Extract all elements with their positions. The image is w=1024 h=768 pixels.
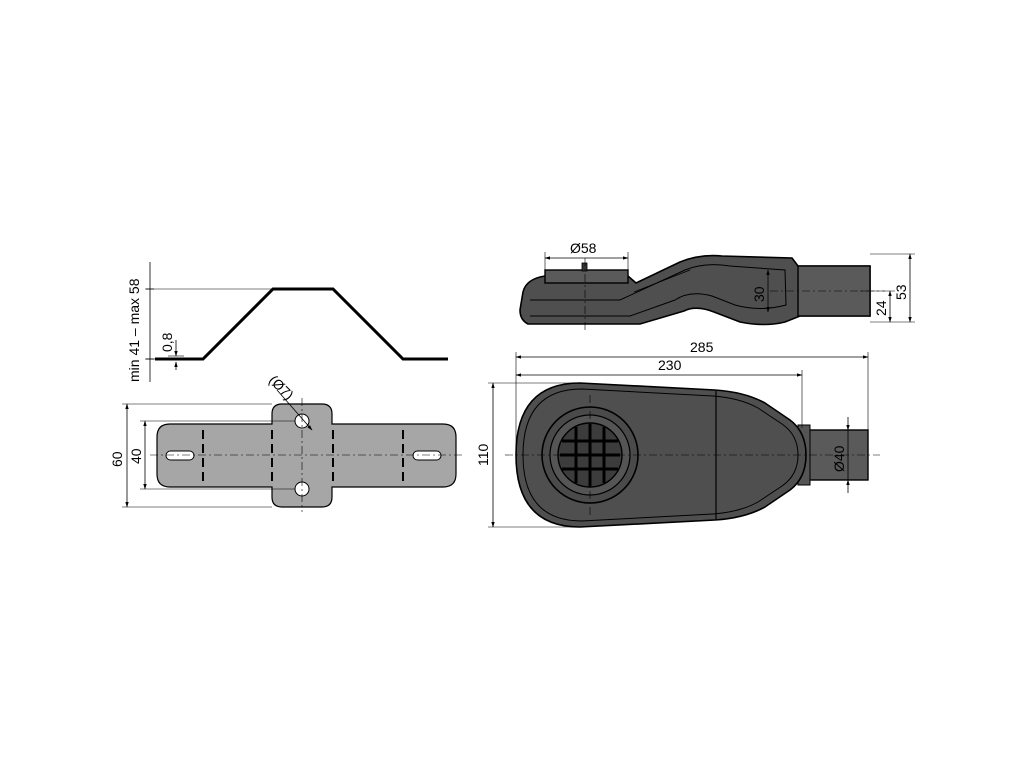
drain-grate-pin (581, 262, 588, 272)
grate-diameter-label: Ø58 (570, 240, 597, 256)
outlet-center-label: 24 (873, 300, 889, 316)
bracket-profile-line (155, 287, 448, 361)
outlet-height-label: 30 (751, 286, 767, 302)
bracket-slot-right (412, 450, 442, 461)
drain-grate-housing-side (544, 269, 629, 284)
overall-height-label: 53 (893, 284, 909, 300)
bracket-width-outer-label: 60 (109, 451, 125, 467)
drain-top-view: 285 230 110 Ø40 (475, 339, 880, 528)
overall-length-label: 285 (690, 339, 714, 355)
bracket-profile-view: min 41 – max 58 0,8 (126, 262, 448, 382)
hole-diameter-label: (Ø7) (266, 372, 297, 403)
body-length-label: 230 (658, 357, 682, 373)
drain-side-view: Ø58 30 24 53 (519, 240, 915, 330)
body-width-label: 110 (475, 443, 491, 466)
bracket-slot-left (165, 450, 195, 461)
thickness-label: 0,8 (159, 332, 175, 352)
drain-side-contour (530, 264, 787, 317)
bracket-width-inner-label: 40 (128, 448, 144, 464)
height-range-label: min 41 – max 58 (126, 278, 142, 382)
outlet-diameter-label: Ø40 (831, 445, 847, 472)
bracket-plate (156, 403, 457, 508)
bracket-plan-view: (Ø7) 60 40 (109, 372, 462, 512)
